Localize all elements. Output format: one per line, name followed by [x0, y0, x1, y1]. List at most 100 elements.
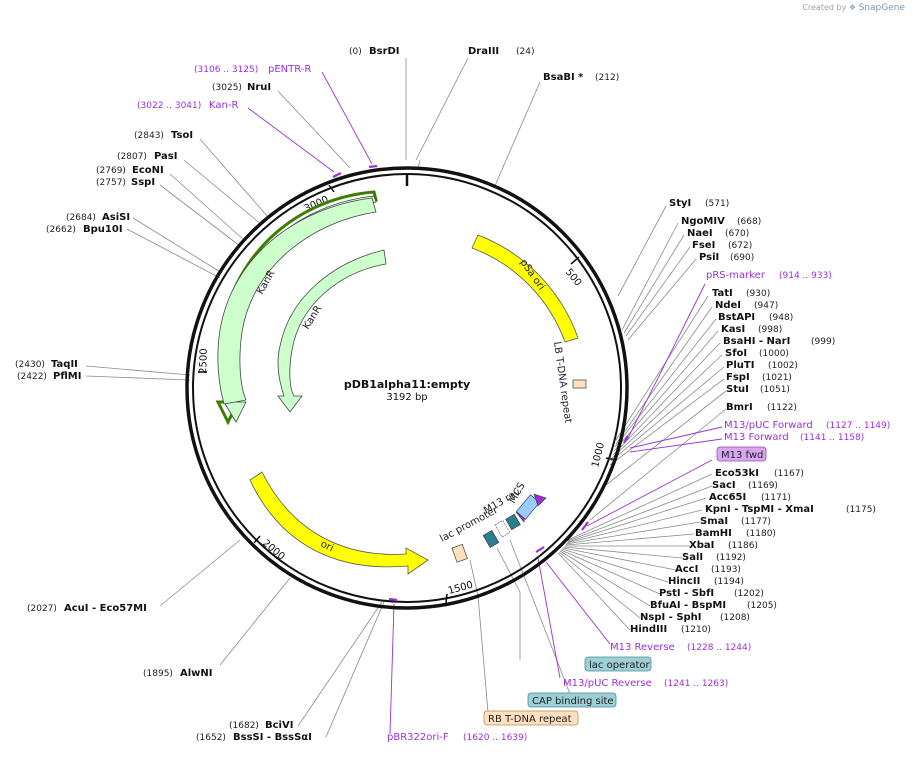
enzyme-ngomiv[interactable]: NgoMIV — [681, 216, 725, 227]
enzyme-tati[interactable]: TatI — [712, 288, 733, 299]
primer-m13-puc-reverse-pos: (1241 .. 1263) — [664, 679, 728, 689]
enzyme-asisi-pos: (2684) — [66, 213, 96, 223]
rb-tdna-label: RB T-DNA repeat — [488, 714, 572, 725]
enzyme-hincii[interactable]: HincII — [668, 576, 700, 587]
psa-ori-arrow[interactable] — [471, 234, 579, 343]
enzyme-kasi[interactable]: KasI — [721, 324, 745, 335]
enzyme-naei-pos: (670) — [725, 229, 749, 239]
enzyme-bsahi-nari[interactable]: BsaHI - NarI — [723, 336, 790, 347]
enzyme-bstapi[interactable]: BstAPI — [718, 312, 755, 323]
primer-m13-puc-reverse[interactable]: M13/pUC Reverse — [563, 678, 652, 689]
scale-ticks — [198, 184, 617, 604]
ori-arrow[interactable] — [249, 471, 429, 575]
enzyme-sfoi[interactable]: SfoI — [725, 348, 747, 359]
cap-site-box[interactable] — [482, 530, 500, 548]
enzyme-leader-lines — [85, 57, 727, 738]
m13-fwd-badge[interactable] — [716, 446, 767, 462]
primer-prs-marker[interactable]: pRS-marker — [706, 270, 766, 281]
enzyme-nrui[interactable]: NruI — [247, 82, 271, 93]
cap-site-badge[interactable] — [527, 692, 617, 708]
enzyme-psti-sbfi[interactable]: PstI - SbfI — [659, 588, 714, 599]
enzyme-saci-pos: (1169) — [748, 481, 778, 491]
rb-tdna-badge[interactable] — [483, 710, 579, 726]
enzyme-econi[interactable]: EcoNI — [132, 165, 164, 176]
tick-2000: 2000 — [260, 538, 287, 563]
enzyme-bcivi[interactable]: BciVI — [265, 720, 293, 731]
enzyme-smai[interactable]: SmaI — [700, 516, 728, 527]
enzyme-bmri[interactable]: BmrI — [726, 402, 753, 413]
enzyme-pasi[interactable]: PasI — [154, 151, 177, 162]
enzyme-pflmi-pos: (2422) — [17, 372, 47, 382]
lac-promoter-box[interactable] — [494, 520, 511, 538]
enzyme-smai-pos: (1177) — [741, 517, 771, 527]
primer-kan-r[interactable]: Kan-R — [209, 100, 238, 111]
enzyme-bpu10i-pos: (2662) — [46, 225, 76, 235]
primer-m13-puc-forward[interactable]: M13/pUC Forward — [724, 420, 813, 431]
enzyme-bamhi[interactable]: BamHI — [695, 528, 732, 539]
primer-m13-forward[interactable]: M13 Forward — [724, 432, 789, 443]
snapgene-logo-icon: ❖ — [848, 3, 857, 12]
primer-pbr322ori-f[interactable]: pBR322ori-F — [387, 732, 449, 743]
lb-tdna-box[interactable] — [572, 379, 587, 389]
enzyme-ndei[interactable]: NdeI — [715, 300, 741, 311]
enzyme-acui-eco57mi[interactable]: AcuI - Eco57MI — [64, 603, 147, 614]
enzyme-tsoi[interactable]: TsoI — [171, 130, 193, 141]
primer-m13-reverse[interactable]: M13 Reverse — [610, 642, 675, 653]
mcs-box[interactable] — [515, 494, 541, 520]
enzyme-pluti[interactable]: PluTI — [726, 360, 754, 371]
enzyme-alwni-pos: (1895) — [143, 669, 173, 679]
snapgene-brand: Created by ❖ SnapGene — [802, 3, 905, 13]
enzyme-styi[interactable]: StyI — [669, 198, 691, 209]
primer-pentr-r-pos: (3106 .. 3125) — [194, 65, 258, 75]
enzyme-bsssi-bsssai[interactable]: BssSI - BssSαI — [233, 732, 312, 743]
enzyme-bfuai-bspmi-pos: (1205) — [747, 601, 777, 611]
enzyme-fsei[interactable]: FseI — [692, 240, 715, 251]
enzyme-sspi[interactable]: SspI — [131, 177, 155, 188]
enzyme-nspi-sphi[interactable]: NspI - SphI — [640, 612, 702, 623]
enzyme-psii[interactable]: PsiI — [699, 252, 719, 263]
enzyme-acci[interactable]: AccI — [675, 564, 698, 575]
enzyme-kpni-tspmi-xmai[interactable]: KpnI - TspMI - XmaI — [705, 504, 814, 515]
enzyme-hindiii[interactable]: HindIII — [630, 624, 667, 635]
backbone-outer — [185, 166, 629, 610]
kanr-inner-arrow[interactable] — [277, 249, 387, 413]
enzyme-pflmi[interactable]: PflMI — [53, 371, 81, 382]
enzyme-fspi[interactable]: FspI — [726, 372, 750, 383]
enzyme-bsrdi[interactable]: BsrDI — [369, 46, 400, 57]
enzyme-ndei-pos: (947) — [754, 301, 778, 311]
enzyme-draiii[interactable]: DraIII — [468, 46, 499, 57]
enzyme-acci-pos: (1193) — [711, 565, 741, 575]
enzyme-asisi[interactable]: AsiSI — [102, 212, 130, 223]
enzyme-tati-pos: (930) — [746, 289, 770, 299]
lac-operator-box[interactable] — [505, 513, 521, 531]
enzyme-naei[interactable]: NaeI — [687, 228, 713, 239]
tick-2500: 2500 — [198, 348, 210, 374]
enzyme-saci[interactable]: SacI — [712, 480, 736, 491]
enzyme-fspi-pos: (1021) — [762, 373, 792, 383]
enzyme-stui-pos: (1051) — [760, 385, 790, 395]
enzyme-bfuai-bspmi[interactable]: BfuAI - BspMI — [650, 600, 726, 611]
enzyme-eco53ki[interactable]: Eco53kI — [715, 468, 759, 479]
enzyme-acc65i[interactable]: Acc65I — [709, 492, 746, 503]
lac-operator-badge[interactable] — [584, 656, 652, 672]
primer-marks — [332, 164, 629, 602]
enzyme-psii-pos: (690) — [730, 253, 754, 263]
enzyme-bstapi-pos: (948) — [769, 313, 793, 323]
enzyme-fsei-pos: (672) — [728, 241, 752, 251]
enzyme-alwni[interactable]: AlwNI — [180, 668, 213, 679]
primer-pentr-r[interactable]: pENTR-R — [268, 64, 311, 75]
enzyme-econi-pos: (2769) — [96, 166, 126, 176]
m13-fwd-primer-mark[interactable] — [533, 493, 547, 507]
enzyme-xbai[interactable]: XbaI — [689, 540, 714, 551]
kanr-outer-body[interactable] — [217, 197, 377, 405]
enzyme-taqii[interactable]: TaqII — [51, 359, 78, 370]
enzyme-sali[interactable]: SalI — [682, 552, 703, 563]
enzyme-bsabi-pos: (212) — [595, 73, 619, 83]
enzyme-bsabi[interactable]: BsaBI * — [543, 72, 584, 83]
enzyme-sali-pos: (1192) — [716, 553, 746, 563]
rb-tdna-box[interactable] — [451, 543, 468, 563]
enzyme-stui[interactable]: StuI — [726, 384, 749, 395]
enzyme-bpu10i[interactable]: Bpu10I — [83, 224, 123, 235]
brand-app-name: SnapGene — [858, 3, 905, 13]
enzyme-taqii-pos: (2430) — [15, 360, 45, 370]
